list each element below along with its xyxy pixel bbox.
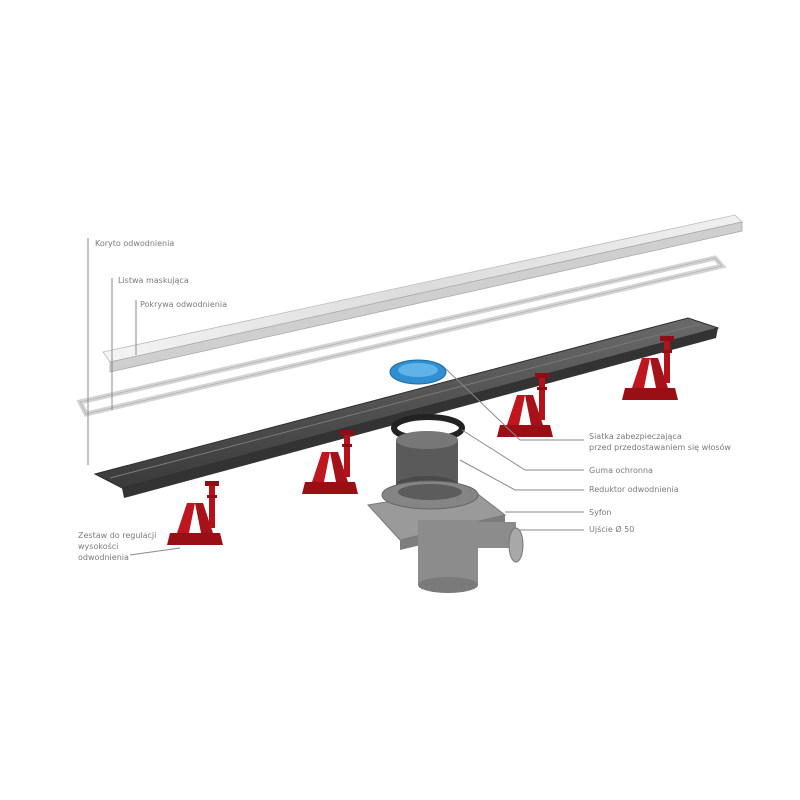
- label-ujscie: Ujście Ø 50: [589, 525, 635, 534]
- label-guma: Guma ochronna: [589, 466, 653, 475]
- label-koryto: Koryto odwodnienia: [95, 239, 175, 248]
- hair-strainer: [389, 359, 447, 385]
- drain-trough: [93, 317, 720, 498]
- label-zestaw-line3: odwodnienia: [78, 553, 129, 562]
- label-siatka: Siatka zabezpieczająca przed przedostawa…: [589, 431, 731, 453]
- label-zestaw-line2: wysokości: [78, 542, 119, 551]
- siphon: [367, 480, 507, 593]
- label-listwa: Listwa maskująca: [118, 276, 189, 285]
- label-zestaw: Zestaw do regulacji wysokości odwodnieni…: [78, 530, 156, 563]
- label-siatka-line2: przed przedostawaniem się włosów: [589, 443, 731, 452]
- label-reduktor: Reduktor odwodnienia: [589, 485, 679, 494]
- label-siatka-line1: Siatka zabezpieczająca: [589, 432, 682, 441]
- drain-cover: [102, 214, 743, 373]
- masking-strip: [76, 255, 727, 417]
- leader-lines: [87, 238, 584, 556]
- label-pokrywa: Pokrywa odwodnienia: [140, 300, 227, 309]
- label-zestaw-line1: Zestaw do regulacji: [78, 531, 157, 540]
- label-syfon: Syfon: [589, 508, 612, 517]
- outlet-pipe: [478, 522, 524, 563]
